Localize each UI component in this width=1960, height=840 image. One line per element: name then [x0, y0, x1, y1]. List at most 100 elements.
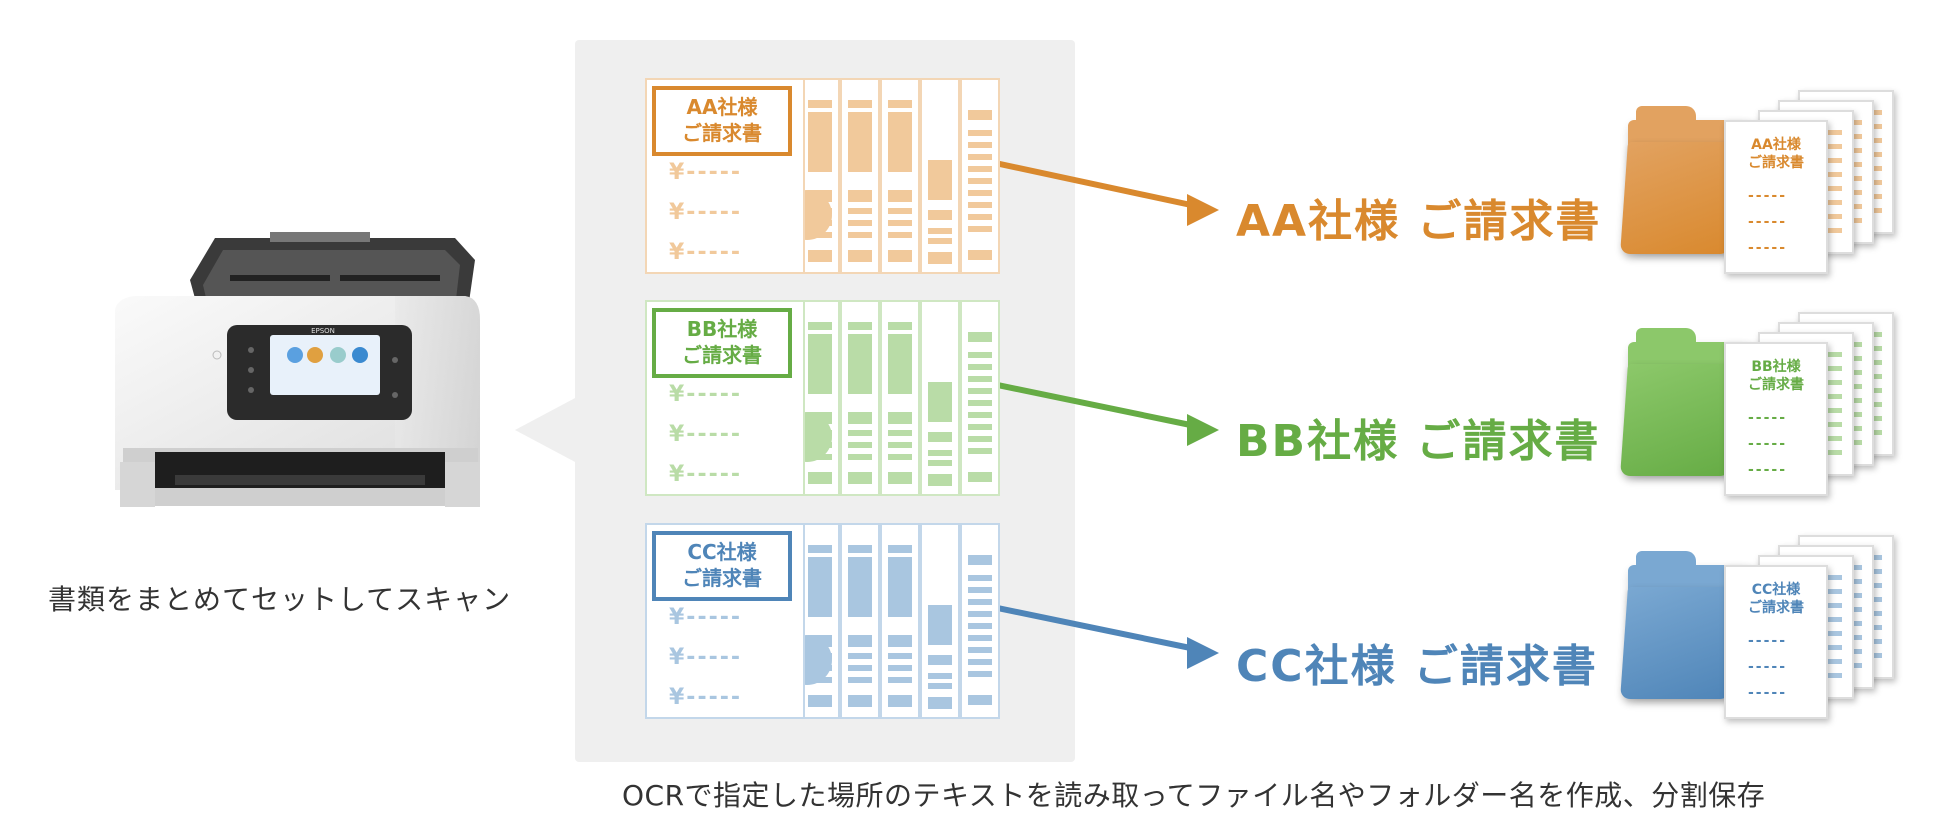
- mini-label-line1: AA社様: [1751, 137, 1801, 153]
- ocr-label-line1: CC社様: [687, 540, 757, 564]
- amount-line: ¥-----: [669, 685, 742, 710]
- content-bar: [888, 430, 912, 436]
- content-bar: [848, 545, 872, 553]
- content-bar: [928, 382, 952, 422]
- mini-label: CC社様 ご請求書: [1736, 581, 1816, 617]
- ocr-label-line1: AA社様: [686, 95, 758, 119]
- content-bar: [888, 322, 912, 330]
- content-bar: [968, 166, 992, 172]
- content-bar: [968, 110, 992, 120]
- folder-aa: AA社様 ご請求書 ---------------: [1620, 90, 1918, 280]
- ocr-label-line2: ご請求書: [682, 343, 762, 367]
- page-thumbnail: [920, 523, 960, 719]
- content-bar: [848, 695, 872, 707]
- content-bar: [968, 472, 992, 482]
- content-bar: [928, 432, 952, 442]
- output-label-bb: BB社様 ご請求書: [1236, 416, 1601, 467]
- content-bar: [928, 252, 952, 264]
- content-bar: [848, 677, 872, 683]
- content-bar: [928, 673, 952, 679]
- content-bar: [848, 322, 872, 330]
- arrow-head-icon: [1187, 414, 1219, 446]
- content-bar: [808, 250, 832, 262]
- ocr-region-box: AA社様 ご請求書: [652, 86, 792, 156]
- ocr-label-line2: ご請求書: [682, 566, 762, 590]
- invoice-page: CC社様 ご請求書 ¥-----¥-----¥-----: [645, 523, 805, 719]
- mini-amount-line: -----: [1748, 436, 1788, 452]
- content-bar: [848, 430, 872, 436]
- amount-line: ¥-----: [669, 422, 742, 447]
- content-bar: [888, 112, 912, 172]
- mini-amount-line: -----: [1748, 240, 1788, 256]
- mini-amount-line: -----: [1748, 410, 1788, 426]
- content-bar: [848, 220, 872, 226]
- content-bar: [928, 160, 952, 200]
- content-bar: [808, 695, 832, 707]
- folder-front-icon: [1620, 142, 1738, 254]
- content-bar: [888, 665, 912, 671]
- amount-line: ¥-----: [669, 200, 742, 225]
- content-bar: [888, 545, 912, 553]
- mini-label: BB社様 ご請求書: [1736, 358, 1816, 394]
- content-bar: [888, 442, 912, 448]
- mini-amount-line: -----: [1748, 462, 1788, 478]
- content-bar: [968, 214, 992, 220]
- amount-line: ¥-----: [669, 645, 742, 670]
- content-bar: [928, 474, 952, 486]
- content-bar: [968, 695, 992, 705]
- saved-invoice: BB社様 ご請求書 ----- ----- -----: [1724, 342, 1828, 496]
- page-thumbnail: [920, 300, 960, 496]
- page-thumbnail: [880, 300, 920, 496]
- content-bar: [968, 587, 992, 593]
- saved-invoice: CC社様 ご請求書 ---------------: [1724, 565, 1828, 719]
- content-bar: [848, 653, 872, 659]
- ocr-caption: OCRで指定した場所のテキストを読み取ってファイル名やフォルダー名を作成、分割保…: [622, 779, 1766, 812]
- content-bar: [848, 112, 872, 172]
- content-bar: [968, 412, 992, 418]
- page-thumbnail: [880, 78, 920, 274]
- content-bar: [968, 671, 992, 677]
- scanner-icon: EPSON: [115, 232, 480, 507]
- content-bar: [848, 334, 872, 394]
- document-stack-aa: AA社様 ご請求書 ¥-----¥-----¥-----: [645, 78, 1007, 276]
- content-bar: [848, 557, 872, 617]
- content-bar: [968, 202, 992, 208]
- content-bar: [848, 100, 872, 108]
- amount-line: ¥-----: [669, 160, 742, 185]
- content-bar: [968, 130, 992, 136]
- content-bar: [928, 450, 952, 456]
- content-bar: [968, 599, 992, 605]
- folder-bb: BB社様 ご請求書 ----- ----- -----: [1620, 312, 1918, 502]
- content-bar: [888, 635, 912, 647]
- mini-label-line2: ご請求書: [1748, 600, 1804, 616]
- content-bar: [848, 208, 872, 214]
- page-thumbnail: [960, 523, 1000, 719]
- content-bar: [968, 400, 992, 406]
- folder-tab: [1636, 106, 1696, 128]
- page-thumbnail: [840, 523, 880, 719]
- content-bar: [928, 228, 952, 234]
- content-bar: [848, 190, 872, 202]
- scanner-image: EPSON: [95, 230, 485, 530]
- content-bar: [808, 472, 832, 484]
- content-bar: [848, 442, 872, 448]
- content-bar: [968, 364, 992, 370]
- ocr-label-line1: BB社様: [686, 317, 758, 341]
- mini-label-line1: CC社様: [1751, 582, 1801, 598]
- page-thumbnail: [960, 300, 1000, 496]
- content-bar: [888, 190, 912, 202]
- content-bar: [888, 653, 912, 659]
- content-bar: [848, 412, 872, 424]
- content-bar: [968, 376, 992, 382]
- ocr-label-line2: ご請求書: [682, 121, 762, 145]
- content-bar: [968, 635, 992, 641]
- content-bar: [968, 250, 992, 260]
- content-bar: [968, 226, 992, 232]
- content-bar: [808, 334, 832, 394]
- mini-amount-line: -----: [1748, 214, 1788, 230]
- content-bar: [968, 424, 992, 430]
- content-bar: [888, 454, 912, 460]
- mini-amount-line: -----: [1748, 188, 1788, 204]
- content-bar: [848, 454, 872, 460]
- content-bar: [968, 190, 992, 196]
